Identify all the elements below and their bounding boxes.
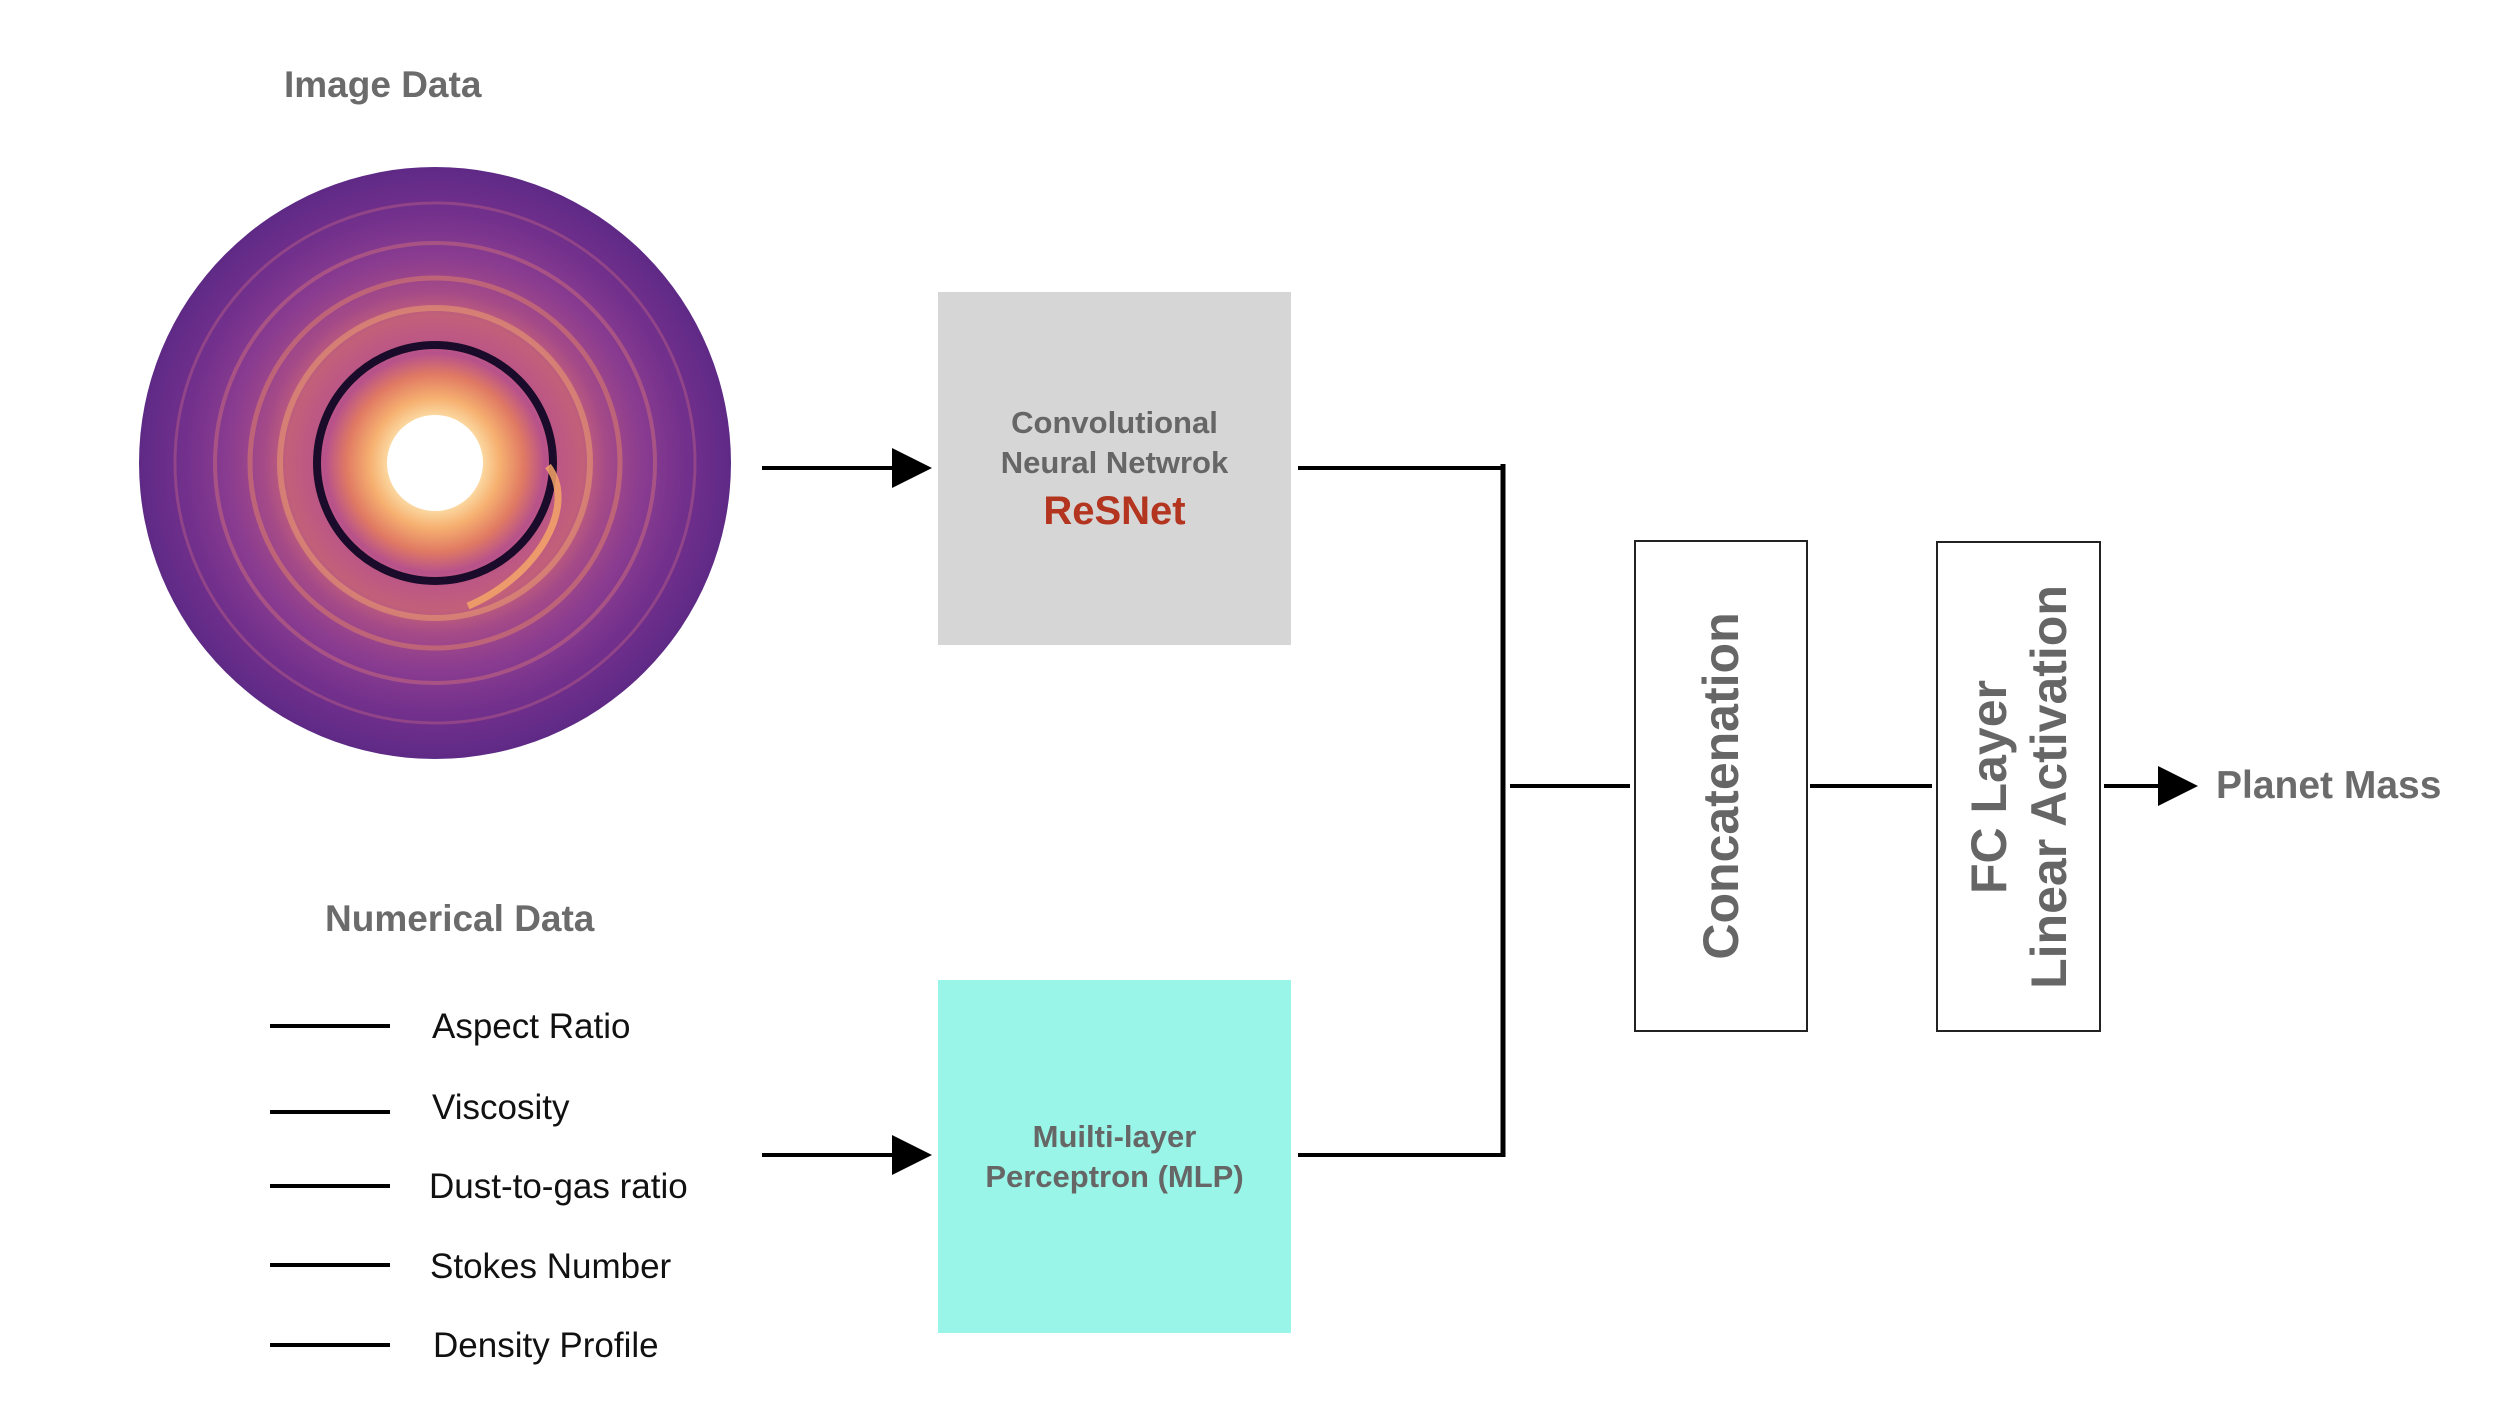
concatenation-block: Concatenation (1634, 540, 1808, 1032)
cnn-line1: Convolutional (1011, 404, 1218, 440)
numerical-item-density-profile: Density Profile (433, 1326, 659, 1365)
mlp-block: Muilti-layer Perceptron (MLP) (938, 980, 1291, 1333)
numerical-item-stokes-number: Stokes Number (430, 1247, 672, 1286)
cnn-block: Convolutional Neural Netwrok ReSNet (938, 292, 1291, 645)
resnet-label: ReSNet (1043, 488, 1186, 533)
image-data-title: Image Data (284, 64, 482, 105)
mlp-line2: Perceptron (MLP) (985, 1158, 1244, 1194)
cnn-line2: Neural Netwrok (1000, 444, 1229, 480)
mlp-line1: Muilti-layer (1032, 1118, 1197, 1154)
numerical-item-aspect-ratio: Aspect Ratio (432, 1007, 631, 1046)
fc-layer-block: FC Layer Linear Activation (1936, 541, 2101, 1032)
numerical-data-title: Numerical Data (325, 898, 595, 939)
numerical-item-viscosity: Viscosity (432, 1088, 570, 1127)
planet-mass-output: Planet Mass (2216, 764, 2442, 807)
numerical-item-dust-to-gas-ratio: Dust-to-gas ratio (429, 1167, 688, 1206)
protoplanetary-disk-image (139, 167, 731, 759)
